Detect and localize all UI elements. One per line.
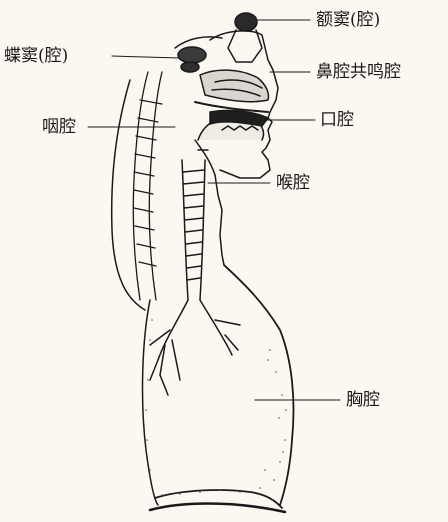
label-frontal-sinus: 额窦(腔): [316, 10, 380, 30]
label-sphenoid-sinus: 蝶窦(腔): [4, 46, 68, 66]
chest-outline: [224, 265, 294, 505]
trachea: [182, 160, 205, 300]
chest-stipple: [145, 319, 287, 501]
sphenoid-sinus-shape: [178, 47, 206, 63]
spine: [133, 72, 162, 300]
label-laryngeal-cavity: 喉腔: [276, 173, 310, 193]
label-nasal-cavity: 鼻腔共鸣腔: [316, 62, 401, 82]
frontal-sinus-shape: [235, 13, 257, 31]
head-outline: [210, 31, 278, 178]
label-oral-cavity: 口腔: [320, 110, 354, 130]
label-thoracic-cavity: 胸腔: [346, 390, 380, 410]
label-pharyngeal-cavity: 咽腔: [42, 117, 76, 137]
skull-outline: [175, 37, 222, 48]
bronchi: [150, 300, 240, 395]
pointer-sphenoid-sinus: [112, 56, 180, 58]
neck-front: [215, 175, 224, 265]
